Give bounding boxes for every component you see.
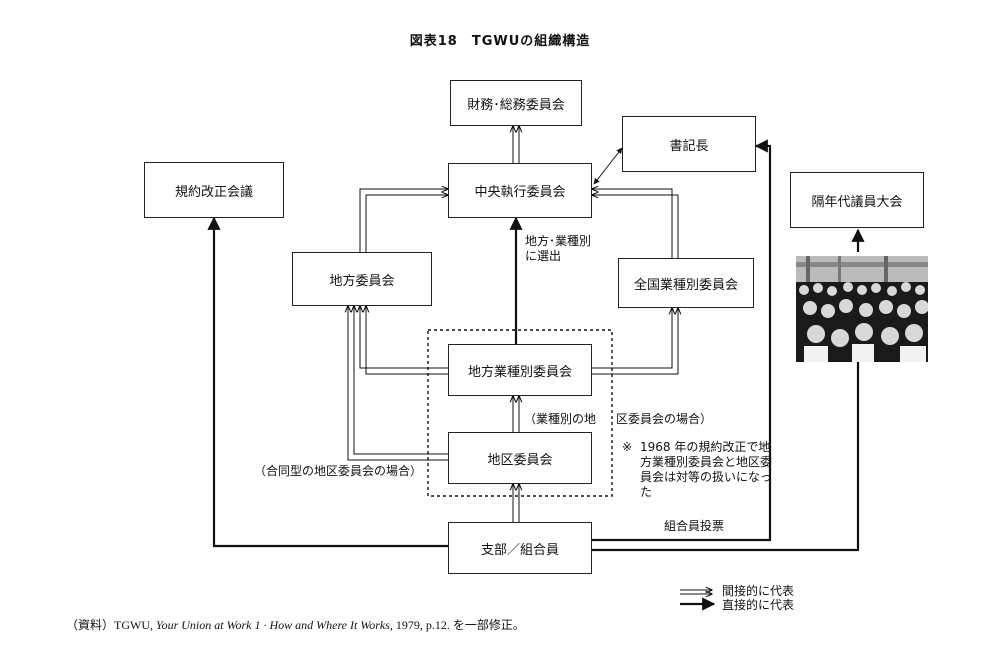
source-citation: （資料）TGWU, Your Union at Work 1 · How and…: [66, 618, 525, 632]
national-trade-committee-box: 全国業種別委員会: [618, 258, 754, 308]
revision-note: ※ 1968 年の規約改正で地方業種別委員会と地区委員会は対等の扱いになった: [622, 440, 782, 500]
regional-trade-committee-box: 地方業種別委員会: [448, 344, 592, 396]
note-mark: ※: [622, 440, 633, 454]
regional-committee-box: 地方委員会: [292, 252, 432, 306]
indirect-links: [348, 126, 712, 594]
direct-links: [207, 139, 865, 611]
finance-committee-box: 財務･総務委員会: [450, 80, 582, 126]
legend-direct-label: 直接的に代表: [722, 598, 795, 612]
trade-district-case-label-b: 区委員会の場合）: [616, 412, 713, 426]
note-text: 1968 年の規約改正で地方業種別委員会と地区委員会は対等の扱いになった: [640, 440, 773, 499]
elected-label: 地方･業種別 に選出: [525, 234, 592, 263]
secretary-link: [593, 147, 623, 185]
crowd-image: [796, 256, 928, 362]
delegates-photo: [796, 256, 928, 362]
biennial-delegate-conference-box: 隔年代議員大会: [790, 172, 924, 228]
general-secretary-box: 書記長: [622, 116, 756, 172]
figure-title: 図表18 TGWUの組織構造: [409, 34, 591, 49]
branch-members-box: 支部／組合員: [448, 522, 592, 574]
member-vote-label: 組合員投票: [664, 519, 725, 533]
legend-indirect-label: 間接的に代表: [722, 584, 795, 598]
rules-revision-conference-box: 規約改正会議: [144, 162, 284, 218]
central-executive-committee-box: 中央執行委員会: [448, 163, 592, 218]
trade-district-case-label-a: （業種別の地: [524, 412, 597, 426]
district-committee-box: 地区委員会: [448, 432, 592, 484]
combined-district-case-label: （合同型の地区委員会の場合）: [254, 464, 423, 478]
dashed-group: [427, 329, 613, 497]
